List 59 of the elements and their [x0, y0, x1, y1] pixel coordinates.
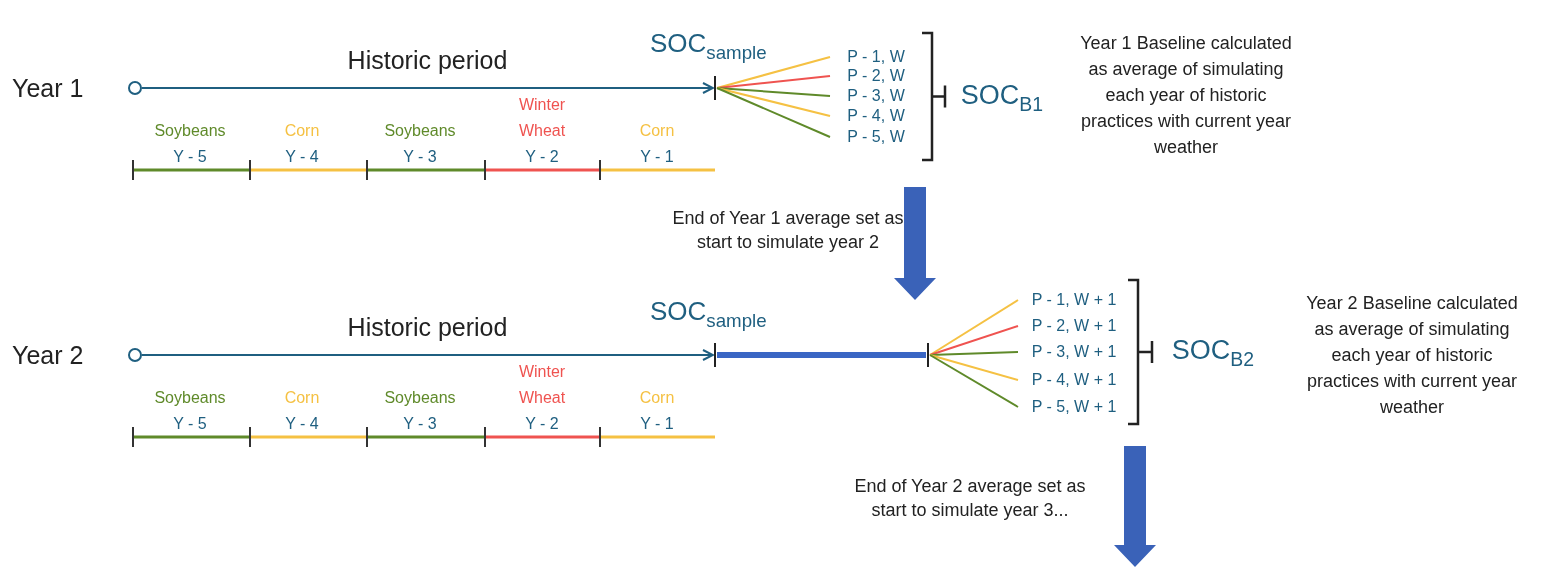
practice-label: P - 4, W + 1: [1031, 370, 1117, 390]
baseline-label: SOC$_{B1}$: [960, 79, 1044, 117]
crop-label: Winter Wheat: [517, 362, 567, 408]
year-offset-label: Y - 1: [639, 414, 675, 434]
connector-line: [716, 87, 831, 117]
year-offset-label: Y - 4: [284, 414, 320, 434]
practice-label: P - 1, W: [847, 47, 905, 67]
tick-mark: [714, 343, 716, 367]
connector-line: [929, 299, 1019, 356]
crop-label: Soybeans: [383, 388, 457, 408]
crop-label: Soybeans: [383, 121, 457, 141]
start-circle: [128, 348, 142, 362]
practice-label: P - 4, W: [847, 106, 905, 126]
tick-mark: [714, 76, 716, 100]
row-label: Year 1: [12, 74, 84, 103]
practice-label: P - 3, W + 1: [1031, 342, 1117, 362]
crop-label: Winter Wheat: [517, 95, 567, 141]
crop-label: Corn: [638, 121, 676, 141]
crop-label: Corn: [283, 121, 321, 141]
practice-label: P - 5, W + 1: [1031, 397, 1117, 417]
practice-label: P - 3, W: [847, 86, 905, 106]
block-arrow: [894, 187, 936, 300]
crop-label: Soybeans: [153, 388, 227, 408]
row-label: Year 2: [12, 341, 84, 370]
connector-line: [929, 354, 1019, 408]
connector-line: [929, 354, 1019, 381]
note-text: End of Year 2 average set as start to simulate year 3...: [853, 474, 1087, 522]
crop-label: Soybeans: [153, 121, 227, 141]
year-offset-label: Y - 5: [172, 147, 208, 167]
note-text: End of Year 1 average set as start to simulate year 2: [672, 207, 904, 254]
start-circle: [128, 81, 142, 95]
year-offset-label: Y - 5: [172, 414, 208, 434]
connector-line: [717, 352, 926, 358]
tick-mark: [927, 343, 929, 367]
year-offset-label: Y - 3: [402, 414, 438, 434]
connector-line: [929, 325, 1019, 356]
crop-label: Corn: [638, 388, 676, 408]
note-text: Year 1 Baseline calculated as average of simulating each year of historic practices with current year weather: [1079, 32, 1293, 159]
connector-line: [716, 87, 831, 138]
baseline-label: SOC$_{B2}$: [1171, 334, 1255, 372]
year-offset-label: Y - 2: [524, 414, 560, 434]
year-offset-label: Y - 2: [524, 147, 560, 167]
measurement-label: SOC$_{sample}$: [650, 28, 767, 64]
practice-label: P - 1, W + 1: [1031, 290, 1117, 310]
year-offset-label: Y - 4: [284, 147, 320, 167]
connector-line: [716, 56, 831, 89]
practice-label: P - 2, W: [847, 66, 905, 86]
year-offset-label: Y - 1: [639, 147, 675, 167]
connector-line: [929, 351, 1019, 356]
practice-label: P - 2, W + 1: [1031, 316, 1117, 336]
practice-label: P - 5, W: [847, 127, 905, 147]
year-offset-label: Y - 3: [402, 147, 438, 167]
arrow: [141, 349, 714, 361]
measurement-label: SOC$_{sample}$: [650, 296, 767, 332]
note-text: Year 2 Baseline calculated as average of simulating each year of historic practices with current year weather: [1305, 292, 1519, 419]
crop-label: Corn: [283, 388, 321, 408]
block-arrow: [1114, 446, 1156, 567]
connector-line: [716, 87, 831, 97]
arrow: [141, 82, 714, 94]
